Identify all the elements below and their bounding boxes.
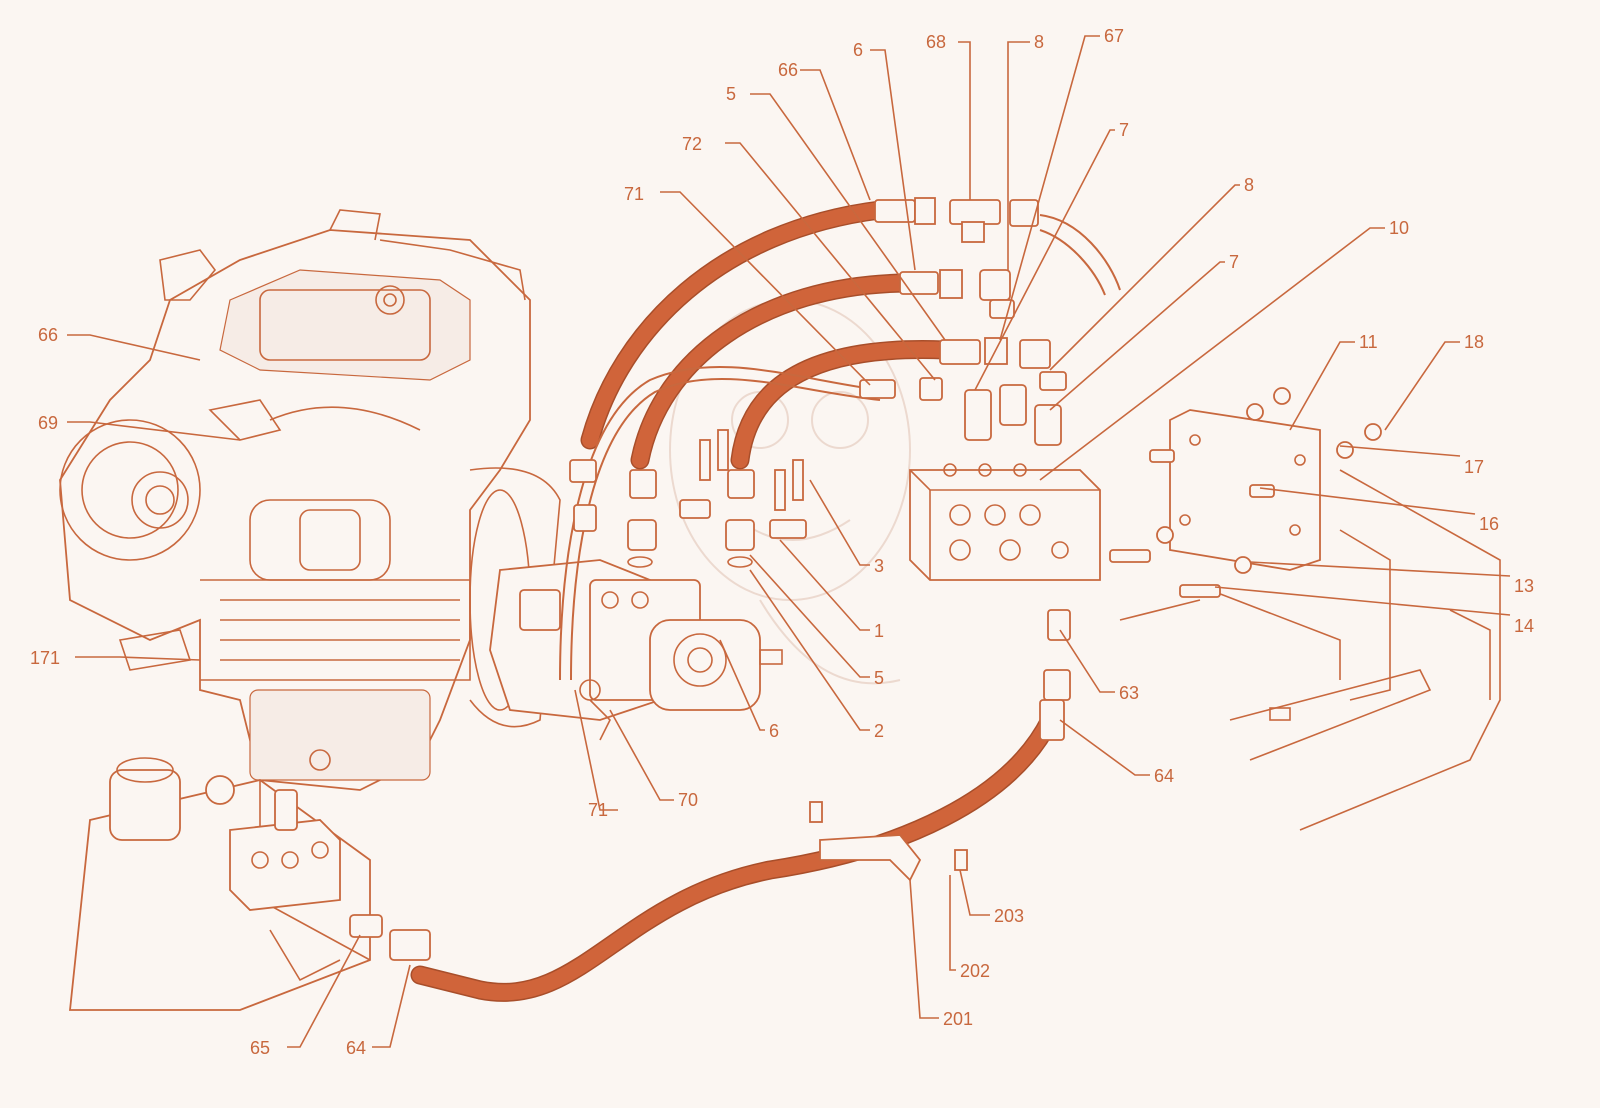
callout-7-b: 7 [1229, 252, 1239, 272]
valve-block [909, 463, 1101, 581]
callout-17: 17 [1464, 457, 1484, 477]
callout-171: 171 [30, 648, 60, 668]
callout-67: 67 [1104, 26, 1124, 46]
fittings [349, 197, 1382, 961]
callout-2: 2 [874, 721, 884, 741]
tank-and-valve [69, 757, 371, 1011]
callout-16: 16 [1479, 514, 1499, 534]
callout-66: 66 [778, 60, 798, 80]
callout-64-b: 64 [346, 1038, 366, 1058]
callout-63: 63 [1119, 683, 1139, 703]
callout-71-b: 71 [588, 800, 608, 820]
callout-10: 10 [1389, 218, 1409, 238]
callout-71: 71 [624, 184, 644, 204]
callout-8: 8 [1034, 32, 1044, 52]
engine [59, 209, 561, 791]
hoses-upper [559, 200, 1121, 681]
callout-7: 7 [1119, 120, 1129, 140]
callout-68: 68 [926, 32, 946, 52]
hoses-lower [410, 710, 1060, 1002]
callout-labels: 68 8 67 6 66 5 72 71 7 8 10 7 11 18 17 1… [30, 26, 1534, 1058]
callout-13: 13 [1514, 576, 1534, 596]
callout-1: 1 [874, 621, 884, 641]
callout-201: 201 [943, 1009, 973, 1029]
callout-202: 202 [960, 961, 990, 981]
callout-72: 72 [682, 134, 702, 154]
callout-64: 64 [1154, 766, 1174, 786]
callout-70: 70 [678, 790, 698, 810]
callout-5-b: 5 [874, 668, 884, 688]
callout-6: 6 [853, 40, 863, 60]
callout-11: 11 [1359, 332, 1378, 352]
hydraulic-pump [489, 559, 783, 741]
callout-69: 69 [38, 413, 58, 433]
frame-rails [1119, 469, 1501, 831]
callout-5: 5 [726, 84, 736, 104]
callout-66-b: 66 [38, 325, 58, 345]
callout-203: 203 [994, 906, 1024, 926]
callout-3: 3 [874, 556, 884, 576]
callout-18: 18 [1464, 332, 1484, 352]
mounting-plate [1169, 409, 1321, 571]
callout-6-b: 6 [769, 721, 779, 741]
callout-14: 14 [1514, 616, 1534, 636]
callout-65: 65 [250, 1038, 270, 1058]
callout-8-b: 8 [1244, 175, 1254, 195]
leader-lines [67, 35, 1511, 1048]
